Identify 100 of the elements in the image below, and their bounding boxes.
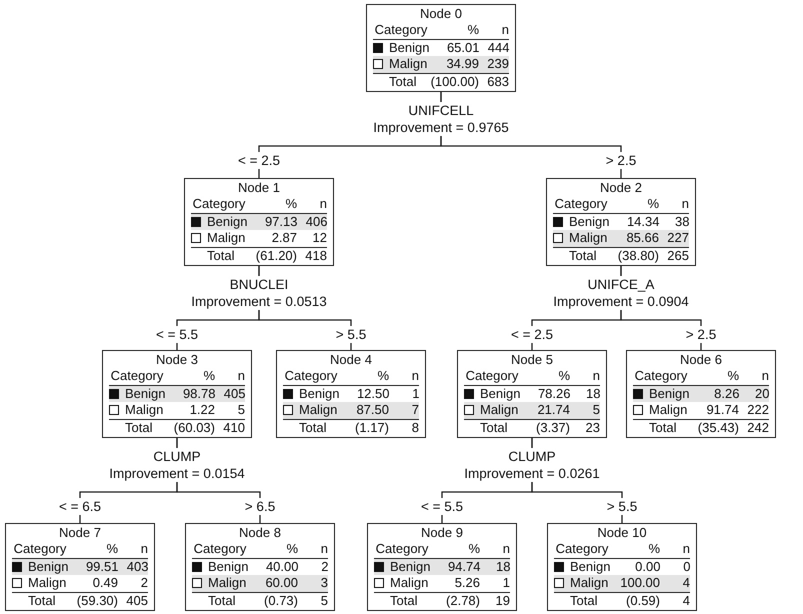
percent-value: 40.00 (264, 558, 298, 575)
category-name: Malign (649, 402, 688, 418)
percent-value: 87.50 (355, 402, 389, 418)
column-header: % (646, 196, 659, 212)
category-name: Benign (649, 386, 690, 402)
percent-value: (1.17) (354, 420, 389, 436)
count-value: 0 (682, 558, 690, 575)
percent-value: 12.50 (356, 386, 390, 402)
percent-value: (35.43) (696, 420, 739, 436)
column-header: Category (284, 368, 338, 384)
count-value: 444 (486, 40, 510, 56)
total-label: Total (299, 420, 328, 436)
percent-value: 0.49 (92, 575, 118, 592)
percent-value: 8.26 (713, 386, 740, 402)
category-name: Benign (390, 558, 430, 575)
node-title: Node 9 (420, 525, 464, 541)
total-label: Total (125, 420, 154, 436)
percent-value: 5.26 (454, 575, 480, 592)
total-label: Total (28, 592, 56, 609)
column-header: n (680, 196, 689, 212)
node-title: Node 5 (510, 352, 554, 368)
node-title: Node 2 (599, 180, 643, 196)
tree-node-box (546, 178, 696, 266)
percent-value: (3.37) (535, 420, 570, 436)
count-value: 2 (140, 575, 148, 592)
column-header: % (467, 541, 480, 558)
column-header: Category (464, 368, 520, 384)
count-value: 1 (502, 575, 510, 592)
count-value: 4 (682, 575, 690, 592)
tree-node-box (366, 4, 516, 92)
total-label: Total (649, 420, 678, 436)
percent-value: (38.80) (616, 248, 659, 264)
column-header: % (284, 196, 297, 212)
column-header: n (502, 541, 510, 558)
column-header: Category (554, 541, 610, 558)
node-title: Node 6 (679, 352, 723, 368)
count-value: 19 (494, 592, 510, 609)
column-header: n (500, 22, 509, 38)
count-value: 1 (411, 386, 420, 402)
category-name: Benign (28, 558, 68, 575)
total-label: Total (390, 592, 418, 609)
percent-value: (0.59) (625, 592, 660, 609)
count-value: 410 (222, 420, 245, 436)
column-header: Category (374, 22, 428, 38)
percent-value: (60.03) (172, 420, 215, 436)
column-header: n (592, 368, 600, 384)
count-value: 405 (222, 386, 246, 402)
percent-value: 21.74 (536, 402, 570, 418)
category-name: Malign (569, 230, 608, 246)
tree-node-box (547, 523, 697, 611)
percent-value: (100.00) (430, 74, 479, 90)
column-header: % (647, 541, 660, 558)
node-title: Node 7 (58, 525, 102, 541)
count-value: 222 (746, 402, 769, 418)
percent-value: 94.74 (446, 558, 480, 575)
column-header: n (682, 541, 690, 558)
category-name: Malign (208, 575, 248, 592)
total-label: Total (480, 420, 508, 436)
percent-value: (61.20) (254, 248, 297, 264)
count-value: 403 (126, 558, 148, 575)
count-value: 406 (304, 214, 328, 230)
count-value: 18 (585, 386, 600, 402)
column-header: Category (634, 368, 688, 384)
count-value: 8 (410, 420, 419, 436)
count-value: 18 (495, 558, 510, 575)
column-header: % (285, 541, 298, 558)
category-name: Benign (299, 386, 340, 402)
column-header: n (140, 541, 148, 558)
percent-value: 60.00 (264, 575, 298, 592)
column-header: % (557, 368, 570, 384)
column-header: Category (110, 368, 164, 384)
column-header: Category (12, 541, 68, 558)
count-value: 5 (320, 592, 328, 609)
category-name: Benign (569, 214, 610, 230)
column-header: n (410, 368, 419, 384)
column-header: n (320, 541, 328, 558)
category-name: Malign (570, 575, 610, 592)
count-value: 12 (312, 230, 327, 246)
count-value: 5 (236, 402, 245, 418)
column-header: n (236, 368, 245, 384)
count-value: 20 (754, 386, 770, 402)
column-header: n (760, 368, 769, 384)
tree-node-box (184, 178, 334, 266)
percent-value: (2.78) (445, 592, 480, 609)
count-value: 242 (746, 420, 769, 436)
count-value: 23 (584, 420, 600, 436)
node-title: Node 10 (596, 525, 648, 541)
percent-value: 97.13 (264, 214, 298, 230)
count-value: 405 (125, 592, 148, 609)
total-label: Total (207, 248, 236, 264)
percent-value: 99.51 (84, 558, 118, 575)
percent-value: 0.00 (634, 558, 660, 575)
tree-node-box (102, 350, 252, 438)
column-header: Category (192, 541, 248, 558)
percent-value: 78.26 (536, 386, 570, 402)
column-header: % (726, 368, 739, 384)
count-value: 418 (304, 248, 327, 264)
percent-value: 14.34 (626, 214, 660, 230)
count-value: 683 (486, 74, 509, 90)
total-label: Total (389, 74, 418, 90)
